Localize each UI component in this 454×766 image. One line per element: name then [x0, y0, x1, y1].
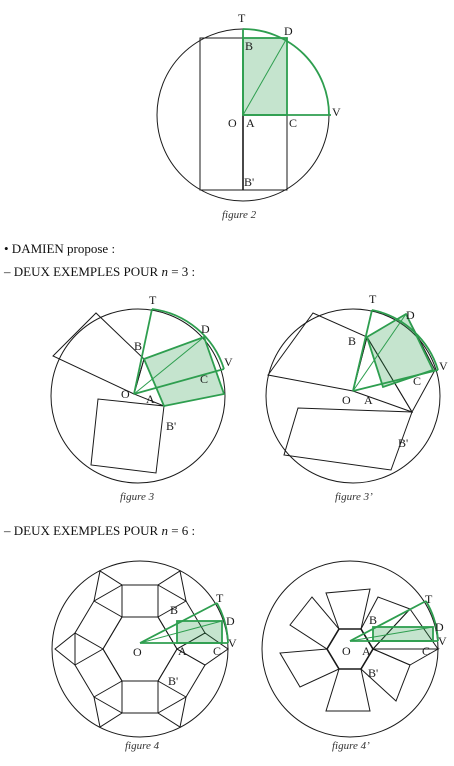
fig3-label-A: A — [146, 392, 155, 406]
fig2-label-D: D — [284, 24, 293, 38]
fig3-diag — [133, 336, 205, 395]
fig3-arc — [151, 308, 225, 370]
fig3-label-V: V — [224, 355, 233, 369]
fig3p-label-Bp: B' — [398, 436, 408, 450]
fig4p-green-rect — [372, 626, 434, 642]
examples-n6-suffix: = 6 : — [167, 523, 196, 538]
fig4p-label-C: C — [422, 644, 430, 658]
examples-n3-var: n — [161, 264, 168, 279]
examples-n6-heading: – DEUX EXEMPLES POUR n = 6 : — [4, 523, 195, 539]
fig3p-label-C: C — [413, 374, 421, 388]
fig2-left-rect — [199, 37, 244, 191]
figure-2: T B D O A C V B' — [156, 11, 341, 202]
fig3p-arc — [371, 309, 439, 371]
fig2-label-T: T — [238, 11, 246, 25]
fig4-label-T: T — [216, 591, 224, 605]
fig4p-diag — [349, 626, 434, 642]
fig4p-arc — [425, 600, 439, 642]
figure-3-prime: T D B V C O A B' — [265, 292, 448, 484]
fig3p-label-A: A — [364, 393, 373, 407]
figure-4: T B D O A C V B' — [51, 560, 237, 738]
fig3-square-bottom — [90, 398, 165, 474]
fig3-label-C: C — [200, 372, 208, 386]
fig3p-axis-V — [352, 369, 439, 392]
fig3-label-D: D — [201, 322, 210, 336]
fig4p-axis-T — [349, 600, 427, 642]
fig3p-label-O: O — [342, 393, 351, 407]
fig4-squares — [54, 570, 229, 728]
fig4-arc — [216, 602, 229, 644]
fig3p-circle — [265, 308, 441, 484]
fig3p-green-shape — [365, 312, 435, 389]
fig4p-label-T: T — [425, 592, 433, 606]
fig3-label-O: O — [121, 387, 130, 401]
fig2-arc — [242, 28, 330, 116]
fig3p-diag — [352, 313, 407, 392]
figure-4-prime-caption: figure 4’ — [332, 740, 370, 752]
examples-n3-suffix: = 3 : — [167, 264, 196, 279]
fig4p-label-D: D — [435, 620, 444, 634]
fig3-label-T: T — [149, 293, 157, 307]
fig2-label-V: V — [332, 105, 341, 119]
fig3p-axis-T — [352, 309, 373, 392]
fig2-label-A: A — [246, 116, 255, 130]
fig3p-label-V: V — [439, 359, 448, 373]
fig4p-label-B: B — [369, 613, 377, 627]
fig3-square-left — [52, 312, 145, 395]
fig2-label-O: O — [228, 116, 237, 130]
fig3-circle — [50, 308, 226, 484]
fig4p-label-Bp: B' — [368, 666, 378, 680]
fig4-label-V: V — [228, 636, 237, 650]
fig4-label-B: B — [170, 603, 178, 617]
fig4-label-Bp: B' — [168, 674, 178, 688]
fig3p-square-bottom — [283, 407, 413, 471]
figure-3-caption: figure 3 — [120, 491, 155, 503]
fig4-label-O: O — [133, 645, 142, 659]
examples-n6-var: n — [161, 523, 168, 538]
fig4-diag — [139, 620, 223, 644]
examples-n3-prefix: – DEUX EXEMPLES POUR — [4, 264, 162, 279]
fig4-axis-T — [139, 602, 218, 644]
fig4-label-A: A — [178, 644, 187, 658]
fig3p-label-B: B — [348, 334, 356, 348]
fig3p-square-left — [267, 312, 368, 392]
fig2-diagonal — [242, 37, 288, 116]
figure-3-prime-caption: figure 3’ — [335, 491, 373, 503]
fig3-axis-T — [133, 308, 153, 395]
damien-proposal: • DAMIEN propose : — [4, 241, 116, 256]
examples-n6-prefix: – DEUX EXEMPLES POUR — [4, 523, 162, 538]
fig3-axis-V — [133, 368, 225, 395]
fig4-label-D: D — [226, 614, 235, 628]
fig3-label-Bp: B' — [166, 419, 176, 433]
fig4p-label-A: A — [362, 644, 371, 658]
fig4p-label-O: O — [342, 644, 351, 658]
fig2-label-Bp: B' — [244, 175, 254, 189]
fig4-label-C: C — [213, 644, 221, 658]
fig3p-label-D: D — [406, 308, 415, 322]
fig3-square-right — [142, 335, 226, 408]
figure-4-prime: T B D O A C V B' — [261, 560, 447, 738]
figure-2-caption: figure 2 — [222, 209, 257, 221]
fig3-label-B: B — [134, 339, 142, 353]
fig2-label-B: B — [245, 39, 253, 53]
fig4p-label-V: V — [438, 634, 447, 648]
fig4-green-rect — [176, 620, 223, 644]
figure-4-caption: figure 4 — [125, 740, 160, 752]
figure-3: T D B V C O A B' — [50, 293, 233, 484]
examples-n3-heading: – DEUX EXEMPLES POUR n = 3 : — [4, 264, 195, 280]
fig3p-label-T: T — [369, 292, 377, 306]
fig2-label-C: C — [289, 116, 297, 130]
